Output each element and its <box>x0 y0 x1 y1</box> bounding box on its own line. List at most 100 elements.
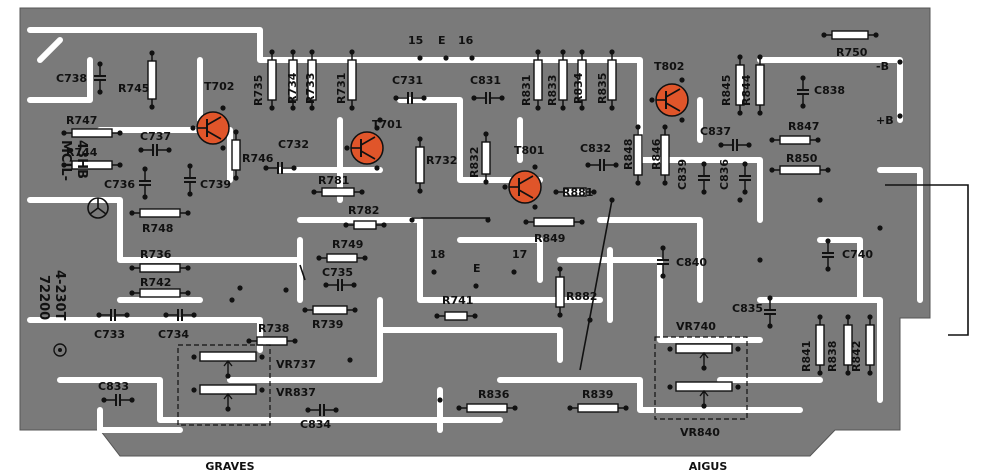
solder-pad <box>333 407 339 413</box>
solder-pad <box>101 397 107 403</box>
resistor-r844 <box>755 57 765 113</box>
solder-pad <box>817 197 823 203</box>
solder-pad <box>437 397 443 403</box>
resistor-r782 <box>346 220 384 230</box>
resistor-r731 <box>347 52 357 108</box>
capacitor-label: C731 <box>392 74 423 87</box>
resistor-label: R848 <box>622 139 635 170</box>
board-text-part-b: 72200 <box>36 275 51 320</box>
solder-pad <box>502 184 508 190</box>
solder-pad <box>587 317 593 323</box>
transistor-t802 <box>655 83 689 117</box>
solder-pad <box>897 59 903 65</box>
solder-pad <box>233 129 239 135</box>
solder-pad <box>635 124 641 130</box>
resistor-r846 <box>660 127 670 183</box>
solder-pad <box>344 145 350 151</box>
solder-pad <box>347 357 353 363</box>
resistor-label: R735 <box>252 75 265 106</box>
resistor-label: R732 <box>426 154 457 167</box>
solder-pad <box>821 32 827 38</box>
solder-pad <box>97 89 103 95</box>
resistor-r744 <box>64 160 120 170</box>
solder-pad <box>867 370 873 376</box>
solder-pad <box>349 105 355 111</box>
solder-pad <box>800 103 806 109</box>
resistor-r738 <box>249 336 295 346</box>
solder-pad <box>309 49 315 55</box>
trimmer-box-graves <box>177 344 271 426</box>
solder-pad <box>567 405 573 411</box>
solder-pad <box>867 314 873 320</box>
resistor-r833 <box>558 52 568 108</box>
solder-pad <box>511 269 517 275</box>
solder-pad <box>421 95 427 101</box>
resistor-label: R738 <box>258 322 289 335</box>
capacitor-label: C836 <box>718 159 731 190</box>
solder-pad <box>757 54 763 60</box>
resistor-r841 <box>815 317 825 373</box>
solder-pad <box>220 105 226 111</box>
pad-label-6: -B <box>876 60 889 73</box>
solder-pad <box>591 189 597 195</box>
solder-pad <box>97 61 103 67</box>
solder-pad <box>237 285 243 291</box>
solder-pad <box>434 313 440 319</box>
solder-pad <box>679 77 685 83</box>
solder-pad <box>349 49 355 55</box>
resistor-label: R745 <box>118 82 149 95</box>
solder-pad <box>374 125 380 131</box>
trimmer-vr740 <box>675 343 733 366</box>
solder-pad <box>473 283 479 289</box>
capacitor-label: C737 <box>140 130 171 143</box>
resistor-r847 <box>772 135 818 145</box>
solder-pad <box>472 313 478 319</box>
resistor-r742 <box>132 288 188 298</box>
resistor-r842 <box>865 317 875 373</box>
trimmer-label: VR840 <box>680 426 720 439</box>
solder-pad <box>149 104 155 110</box>
solder-pad <box>553 189 559 195</box>
resistor-r781 <box>314 187 362 197</box>
capacitor-label: C839 <box>676 159 689 190</box>
solder-pad <box>845 314 851 320</box>
solder-pad <box>560 49 566 55</box>
solder-pad <box>374 165 380 171</box>
resistor-label: R739 <box>312 318 343 331</box>
solder-pad <box>560 105 566 111</box>
solder-pad <box>166 147 172 153</box>
solder-pad <box>825 266 831 272</box>
solder-pad <box>769 167 775 173</box>
solder-pad <box>124 312 130 318</box>
solder-pad <box>825 167 831 173</box>
solder-pad <box>456 405 462 411</box>
solder-pad <box>735 346 741 352</box>
resistor-r836 <box>459 403 515 413</box>
solder-pad <box>662 124 668 130</box>
solder-pad <box>149 50 155 56</box>
solder-pad <box>225 406 231 412</box>
solder-pad <box>305 407 311 413</box>
transistor-label: T801 <box>514 144 544 157</box>
solder-pad <box>417 136 423 142</box>
trimmer-label: VR740 <box>676 320 716 333</box>
solder-pad <box>800 75 806 81</box>
edge-label-graves: GRAVES <box>205 460 254 473</box>
transistor-label: T701 <box>372 118 402 131</box>
resistor-r732 <box>415 139 425 191</box>
solder-pad <box>535 49 541 55</box>
solder-pad <box>343 222 349 228</box>
solder-pad <box>609 49 615 55</box>
solder-pad <box>187 163 193 169</box>
solder-pad <box>873 32 879 38</box>
resistor-r882 <box>555 269 565 315</box>
solder-pad <box>129 265 135 271</box>
pad-label-5: 17 <box>512 248 527 261</box>
resistor-label: R836 <box>478 388 510 401</box>
solder-pad <box>302 307 308 313</box>
resistor-label: R849 <box>534 232 565 245</box>
solder-pad <box>737 110 743 116</box>
resistor-label: R881 <box>562 186 593 199</box>
resistor-r845 <box>735 57 745 113</box>
